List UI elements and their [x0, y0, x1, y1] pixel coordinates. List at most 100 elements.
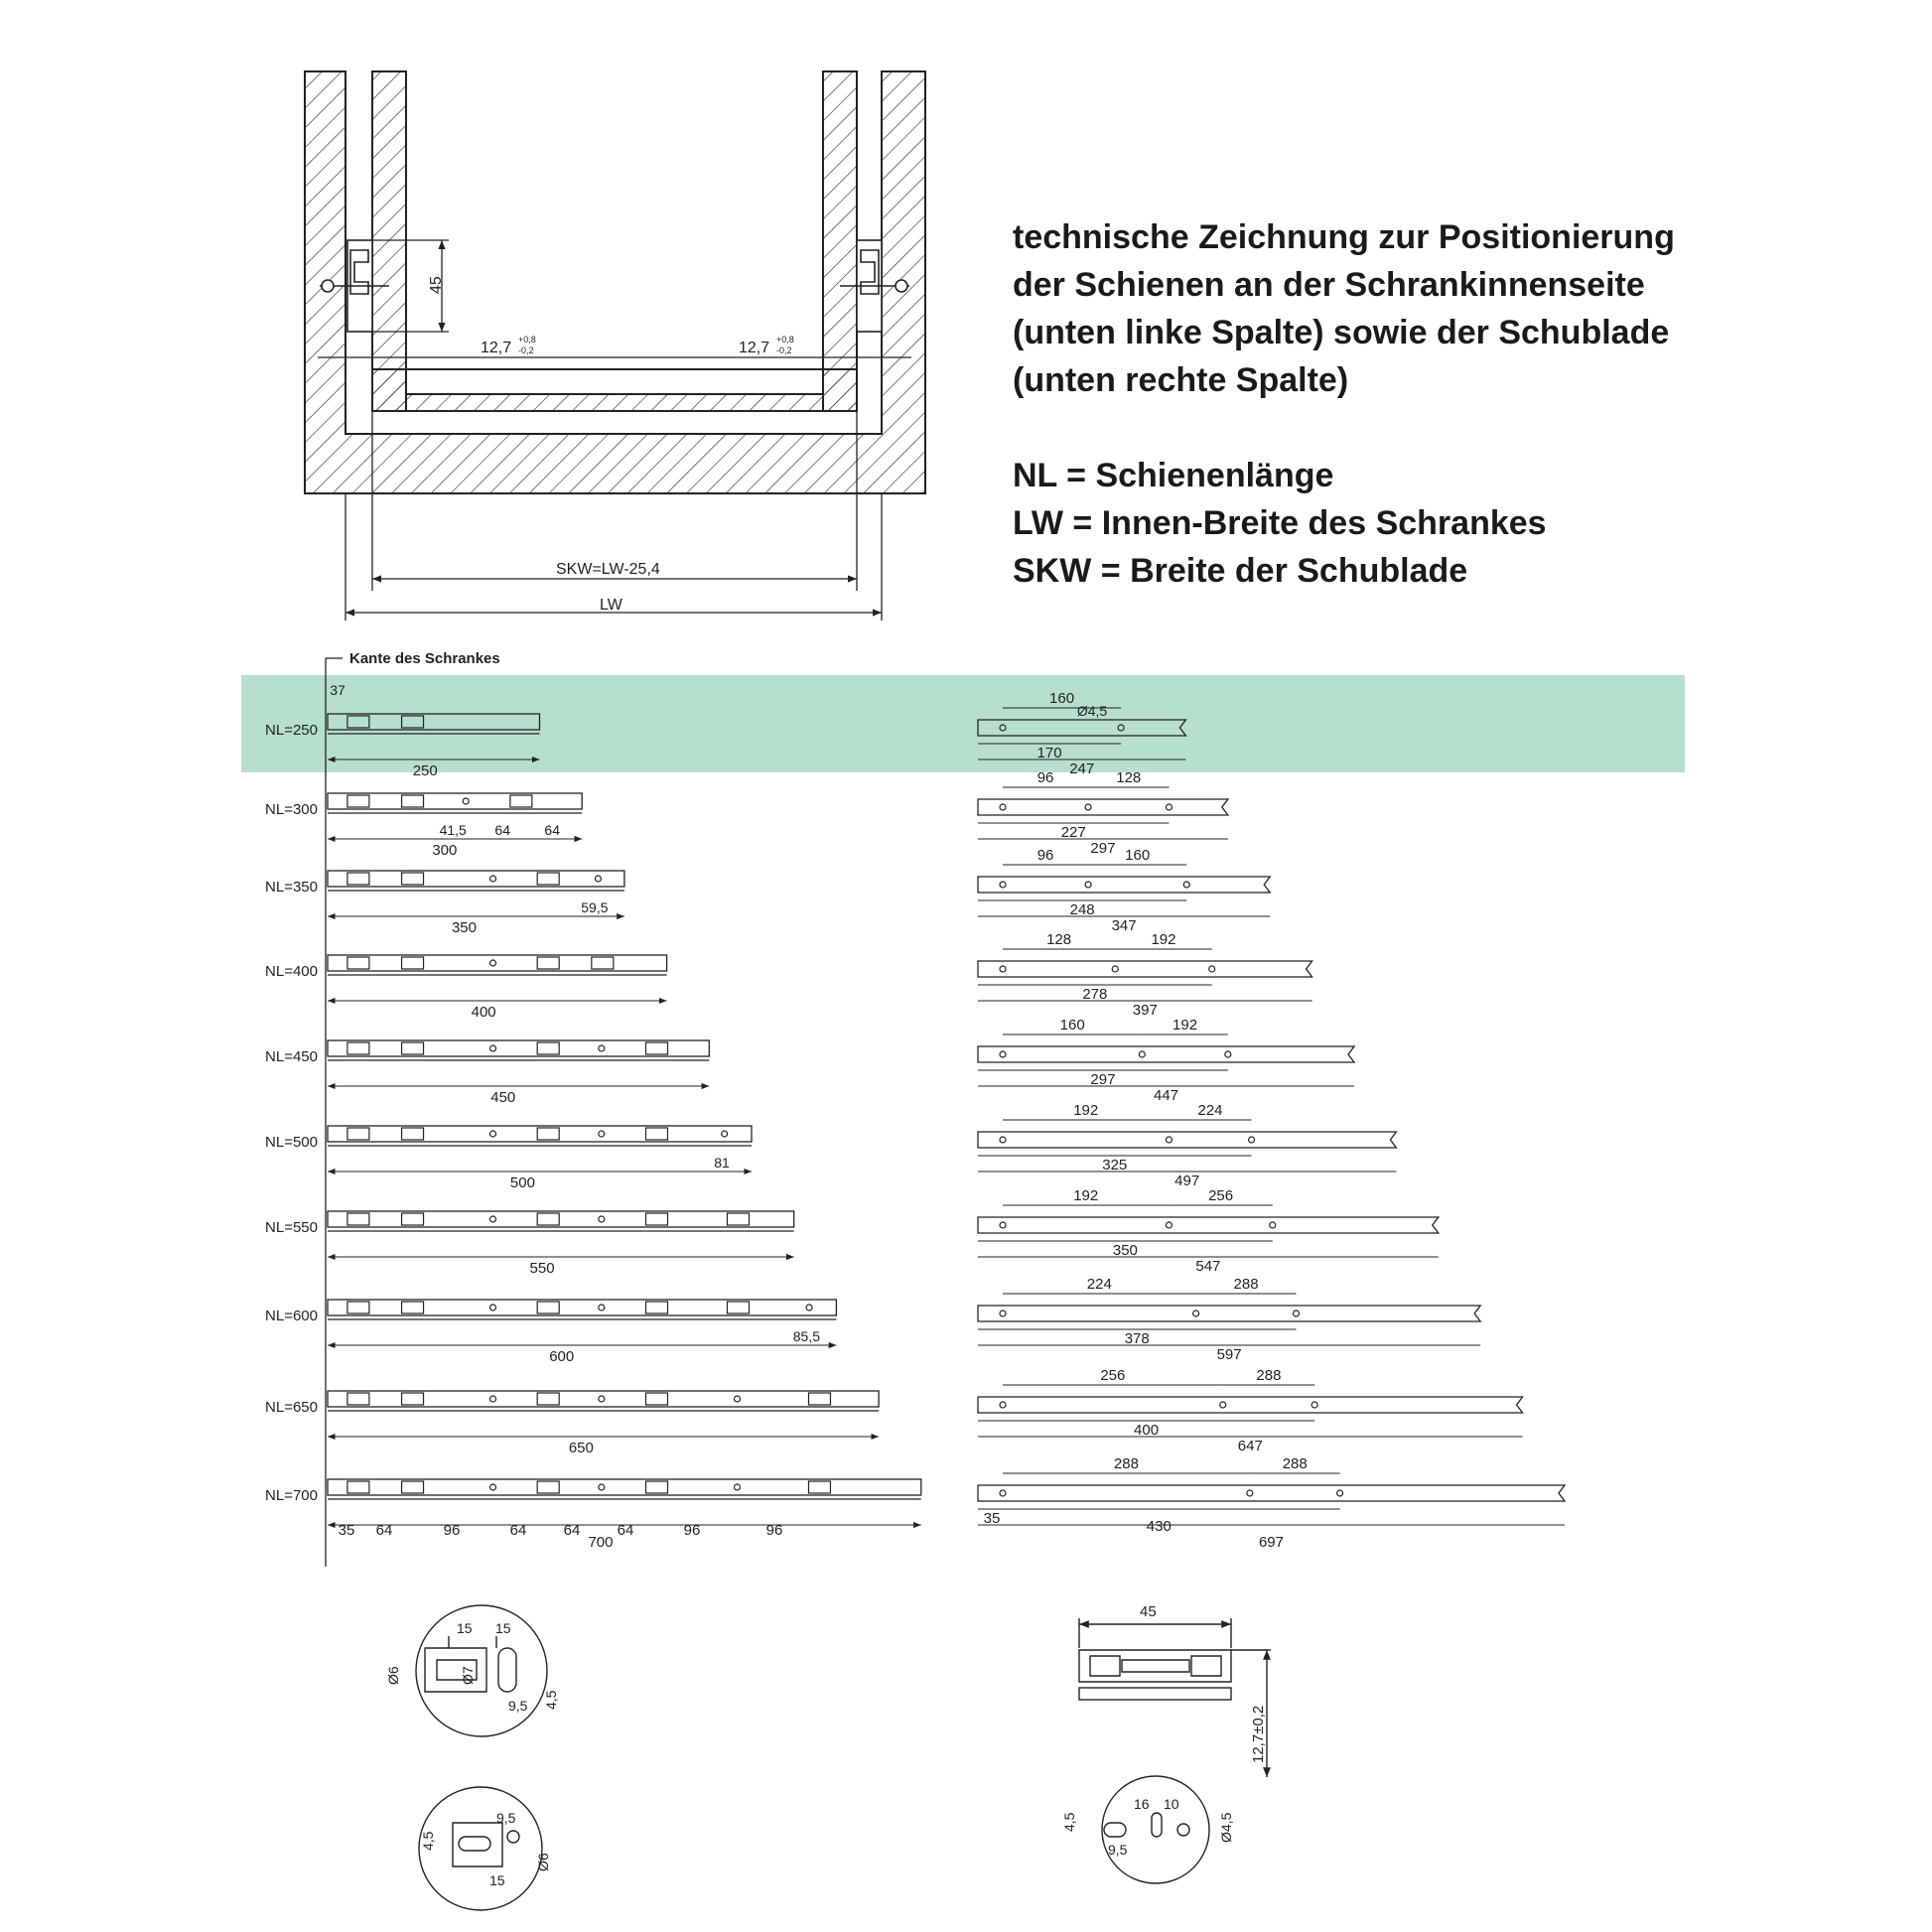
rail-label: NL=500 — [265, 1134, 318, 1151]
drawer-rail-hole — [1219, 1401, 1227, 1409]
dim-hole-label: Ø4,5 — [1077, 703, 1108, 719]
drawer-left-side — [371, 70, 407, 412]
dim-offset-label: 37 — [330, 682, 345, 698]
dim-bottom-label: 297 — [1090, 1071, 1115, 1088]
rail-hole — [488, 1215, 497, 1223]
rail-label: NL=450 — [265, 1048, 318, 1065]
rail-hole — [594, 875, 603, 883]
rail-slot — [400, 1392, 425, 1406]
dim-bottom-label: 547 — [1195, 1258, 1220, 1275]
rail-slot — [346, 1127, 370, 1141]
drawer-rail-hole — [999, 965, 1007, 973]
drawer-rail-body — [977, 1216, 1441, 1234]
detail-right-bottom-16: 16 — [1134, 1796, 1150, 1812]
rail-slot — [644, 1392, 669, 1406]
drawer-rail-hole — [1246, 1489, 1254, 1497]
drawer-rail-hole — [1191, 1310, 1200, 1317]
rail-body — [327, 870, 625, 888]
drawer-rail-hole — [1208, 965, 1216, 973]
rail-hole — [598, 1130, 606, 1138]
drawer-rail-body — [977, 719, 1187, 737]
rail-positions-left-column: NL=25025037NL=300300646441,5NL=35035059,… — [265, 682, 922, 1551]
drawer-rail-hole — [999, 724, 1007, 732]
legend-line-skw: SKW = Breite der Schublade — [1013, 552, 1468, 590]
drawer-rail-hole — [1182, 881, 1190, 889]
rail-slot — [536, 1212, 560, 1226]
rail-slot — [536, 956, 560, 970]
drawer-rail-hole — [1335, 1489, 1344, 1497]
rail-hole — [488, 875, 497, 883]
dim-top-label: 288 — [1256, 1367, 1281, 1384]
dim-gap-right: 12,7 — [739, 340, 769, 356]
dim-top-label: 128 — [1046, 931, 1071, 948]
rail-hole — [488, 1044, 497, 1052]
rail-label: NL=400 — [265, 963, 318, 980]
dim-height-45: 45 — [428, 276, 445, 294]
dim-bottom-label: 597 — [1217, 1346, 1242, 1363]
rail-label: NL=250 — [265, 722, 318, 739]
drawer-rail-body — [977, 1305, 1482, 1322]
rail-hole — [598, 1304, 606, 1311]
drawer-rail-hole — [1165, 803, 1173, 811]
dim-segment-label: 85,5 — [793, 1328, 820, 1344]
dim-lw: LW — [600, 597, 623, 614]
rail-slot — [644, 1041, 669, 1055]
dim-top-label: 160 — [1125, 847, 1150, 864]
description-line: technische Zeichnung zur Positionierung — [1013, 218, 1675, 256]
detail-left-bottom-15: 15 — [489, 1872, 505, 1888]
drawer-rail-body — [977, 1045, 1356, 1063]
rail-slot — [536, 872, 560, 886]
rail-slot — [644, 1480, 669, 1494]
rail-slot — [346, 1480, 370, 1494]
detail-right-bottom-9-5: 9,5 — [1108, 1842, 1128, 1858]
dim-bottom-label: 430 — [1147, 1518, 1172, 1535]
detail-left-top — [415, 1604, 548, 1737]
description-text: technische Zeichnung zur Positionierung … — [1013, 213, 1886, 595]
dim-segment-label: 59,5 — [581, 899, 608, 915]
rail-label: NL=700 — [265, 1487, 318, 1504]
dim-bottom-label: 397 — [1133, 1002, 1158, 1019]
dim-length-label: 650 — [569, 1440, 594, 1456]
cabinet-dimensions — [318, 239, 911, 621]
dim-gap-right-tol-upper: +0,8 — [776, 335, 794, 345]
rail-slot — [509, 794, 533, 808]
rail-hole — [805, 1304, 813, 1311]
detail-left-bottom — [418, 1786, 543, 1911]
drawer-rail-body — [977, 1484, 1567, 1502]
drawer-rail-hole — [999, 881, 1007, 889]
rail-slot — [400, 1041, 425, 1055]
drawer-rail-body — [977, 1131, 1398, 1149]
rail-hole — [488, 1304, 497, 1311]
drawer-rail-hole — [1224, 1050, 1232, 1058]
rail-slot — [400, 872, 425, 886]
drawer-rail-hole — [1084, 803, 1092, 811]
dim-segment-label: 96 — [766, 1522, 783, 1539]
rail-slot — [346, 1041, 370, 1055]
dim-top-label: 192 — [1151, 931, 1175, 948]
dim-top-label: 224 — [1087, 1276, 1112, 1293]
dim-top-label: 192 — [1073, 1187, 1098, 1204]
dim-segment-label: 81 — [714, 1155, 730, 1171]
drawer-rail-hole — [1117, 724, 1125, 732]
rail-label: NL=300 — [265, 801, 318, 818]
drawer-rail-hole — [1084, 881, 1092, 889]
rail-slot — [644, 1127, 669, 1141]
dim-top-label: 160 — [1060, 1017, 1085, 1034]
rail-hole — [598, 1215, 606, 1223]
dim-segment-label: 96 — [444, 1522, 461, 1539]
drawer-rail-hole — [1247, 1136, 1256, 1144]
rail-slot — [400, 1301, 425, 1314]
legend-line-nl: NL = Schienenlänge — [1013, 457, 1334, 494]
dim-gap-left-tol-lower: -0,2 — [518, 345, 534, 355]
dim-top-label: 160 — [1049, 690, 1074, 707]
rail-slot — [400, 956, 425, 970]
rail-slot — [536, 1480, 560, 1494]
rail-slot — [807, 1480, 832, 1494]
